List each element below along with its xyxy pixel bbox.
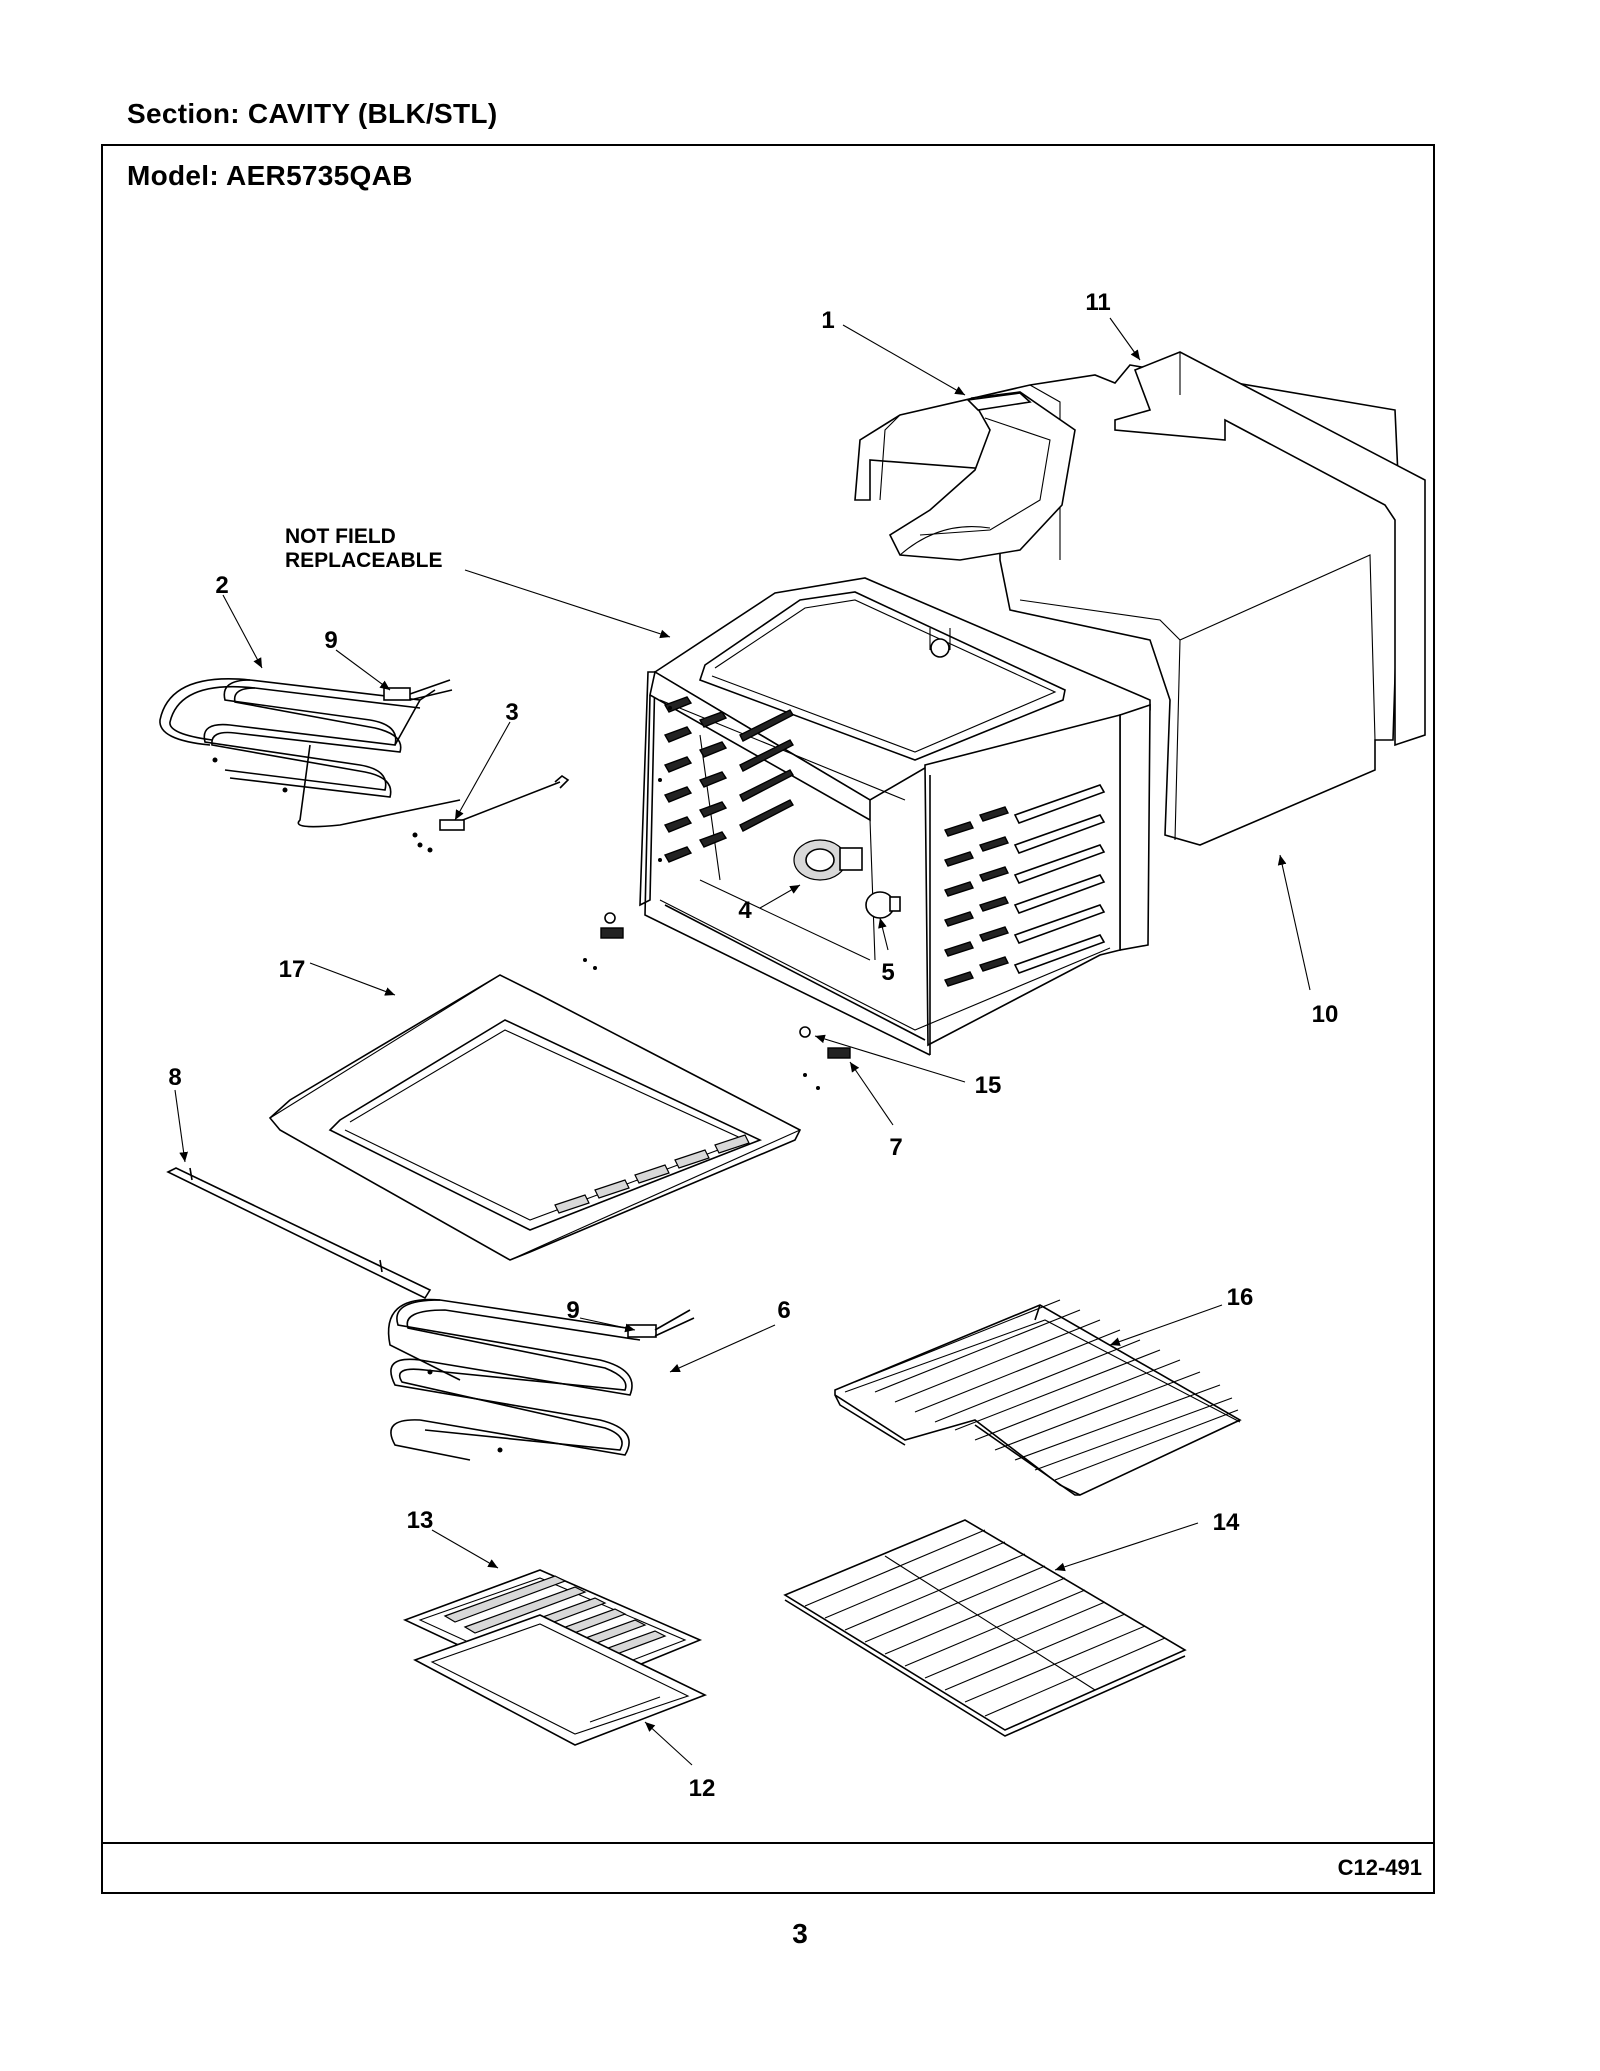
section-title: Section: CAVITY (BLK/STL) bbox=[127, 98, 498, 129]
oven-cavity bbox=[639, 577, 1151, 1056]
callout-5: 5 bbox=[881, 959, 894, 986]
note-line-2: REPLACEABLE bbox=[285, 549, 443, 572]
rear-insulation-block bbox=[1114, 351, 1426, 747]
oven-light-bulb bbox=[865, 891, 901, 919]
callout-15: 15 bbox=[975, 1072, 1002, 1099]
fan-motor-assembly bbox=[793, 839, 863, 881]
broiler-pan bbox=[413, 1614, 708, 1746]
footer-divider bbox=[101, 1842, 1435, 1844]
callout-7: 7 bbox=[889, 1134, 902, 1161]
right-wall-louvres bbox=[944, 784, 1106, 987]
callout-9-upper: 9 bbox=[324, 627, 337, 654]
callout-9-lower: 9 bbox=[566, 1297, 579, 1324]
diagram-frame bbox=[101, 144, 1435, 1894]
broil-element bbox=[159, 678, 461, 828]
note-line-1: NOT FIELD bbox=[285, 525, 396, 548]
bottom-panel-strip bbox=[166, 1167, 432, 1300]
page-number: 3 bbox=[792, 1918, 808, 1949]
callout-14: 14 bbox=[1213, 1509, 1240, 1536]
callout-3: 3 bbox=[505, 699, 518, 726]
bake-element bbox=[387, 1298, 695, 1461]
oven-temperature-sensor bbox=[412, 774, 570, 853]
callout-6: 6 bbox=[777, 1297, 790, 1324]
callout-17: 17 bbox=[279, 956, 306, 983]
rack-support-left bbox=[583, 912, 624, 970]
vent-duct bbox=[888, 391, 1076, 561]
split-oven-rack bbox=[834, 1299, 1242, 1496]
oven-rack bbox=[783, 1519, 1187, 1737]
callout-13: 13 bbox=[407, 1507, 434, 1534]
callout-4: 4 bbox=[738, 897, 752, 924]
leader-lines bbox=[174, 317, 1311, 1766]
rack-support-right bbox=[799, 1026, 851, 1090]
bottom-front-trim bbox=[268, 974, 802, 1261]
callout-12: 12 bbox=[689, 1775, 716, 1802]
model-title: Model: AER5735QAB bbox=[127, 160, 413, 191]
callout-10: 10 bbox=[1312, 1001, 1339, 1028]
callout-16: 16 bbox=[1227, 1284, 1254, 1311]
diagram-code: C12-491 bbox=[1337, 1855, 1422, 1880]
callout-1: 1 bbox=[821, 307, 834, 334]
callout-8: 8 bbox=[168, 1064, 181, 1091]
outer-insulation-wrap bbox=[854, 364, 1401, 846]
callout-2: 2 bbox=[215, 572, 228, 599]
callout-11: 11 bbox=[1085, 289, 1110, 316]
